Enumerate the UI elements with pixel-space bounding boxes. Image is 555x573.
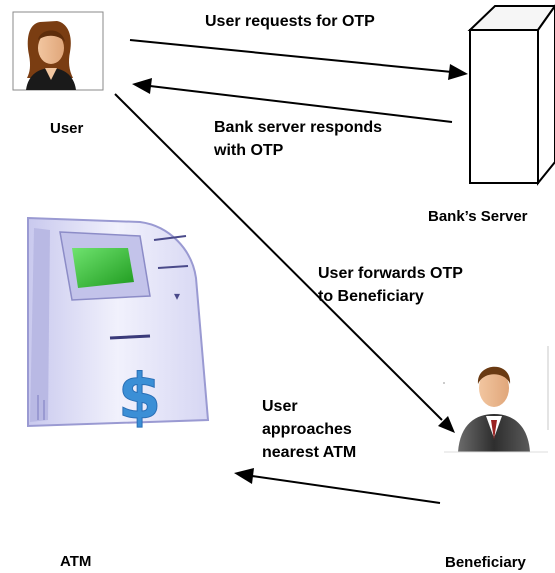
node-label-bank-server: Bank’s Server: [428, 208, 528, 225]
node-label-atm: ATM: [60, 553, 92, 570]
atm-icon: ▾ $: [27, 216, 210, 434]
label-approach-atm: User approaches nearest ATM: [262, 398, 357, 462]
node-label-user: User: [50, 120, 84, 137]
beneficiary-icon: [443, 346, 549, 453]
arrow-respond-otp: [132, 78, 453, 123]
server-icon: [467, 4, 555, 186]
label-forward-otp: User forwards OTP to Beneficiary: [318, 265, 463, 306]
svg-text:▾: ▾: [174, 289, 180, 303]
node-label-beneficiary: Beneficiary: [445, 554, 526, 571]
label-request-otp: User requests for OTP: [205, 13, 375, 30]
arrow-request-otp: [129, 39, 468, 80]
user-icon: [12, 11, 104, 91]
svg-text:$: $: [118, 360, 161, 433]
arrow-forward-otp: [114, 93, 455, 433]
arrow-approach-atm: [234, 468, 441, 504]
label-respond-otp: Bank server responds with OTP: [214, 119, 383, 160]
